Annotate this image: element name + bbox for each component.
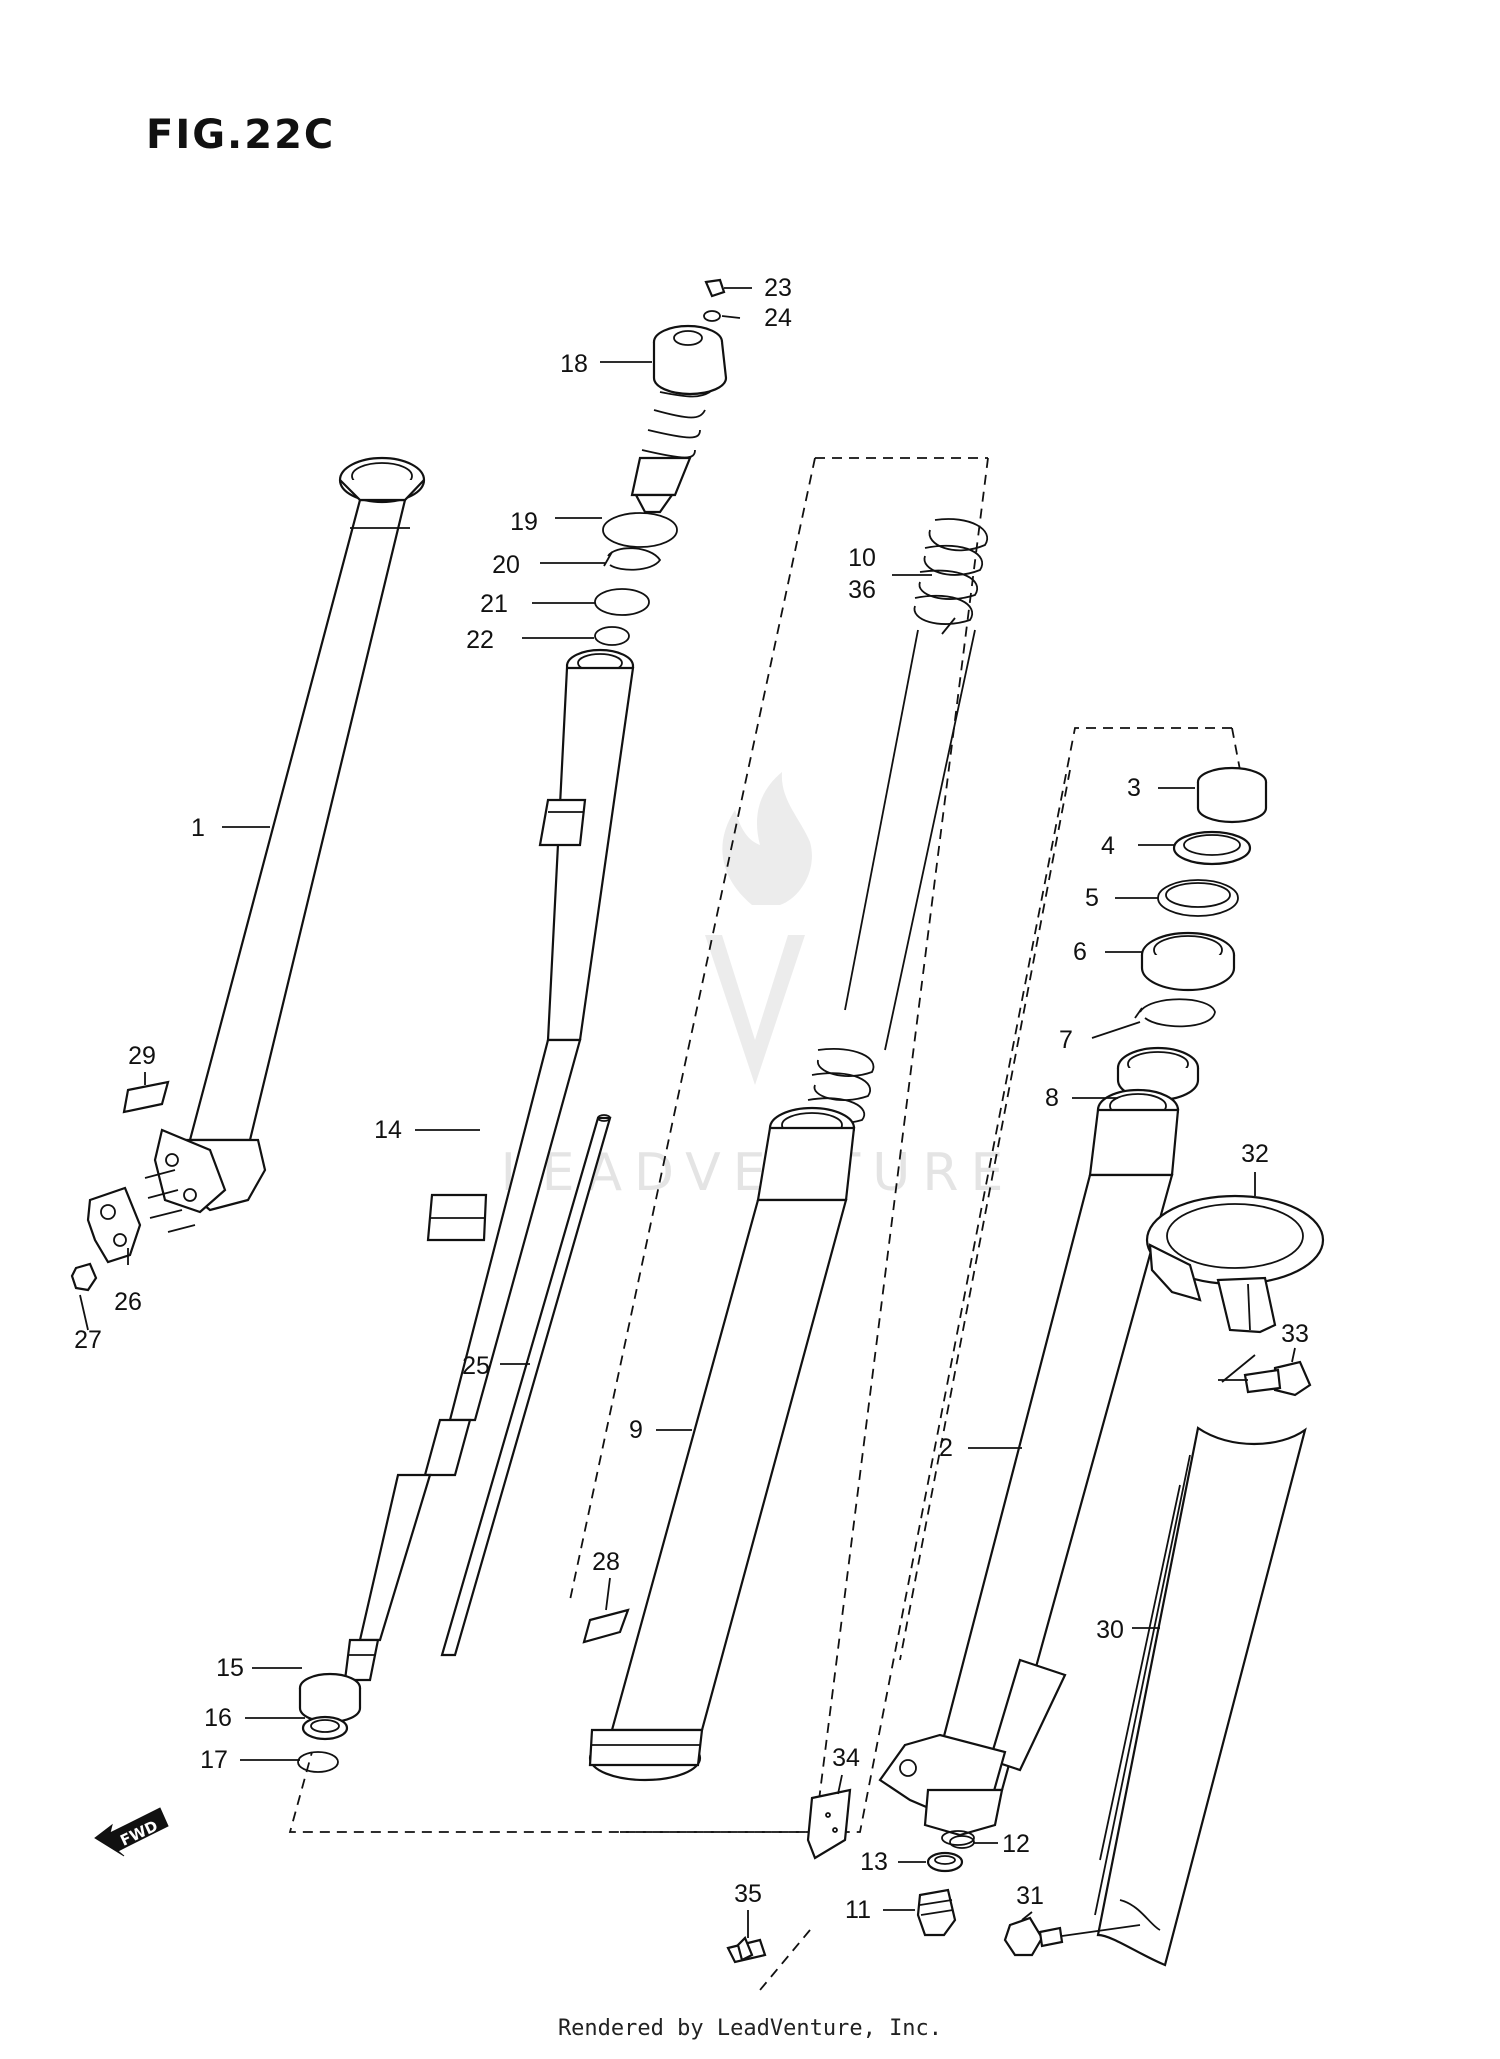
- leader-lines: [79, 287, 1296, 1938]
- part-17-ring: [297, 1751, 339, 1773]
- part-19-o-ring: [602, 512, 678, 548]
- callout-36: 36: [848, 576, 876, 604]
- callout-7: 7: [1059, 1026, 1073, 1054]
- callout-35: 35: [734, 1880, 762, 1908]
- callout-10: 10: [848, 544, 876, 572]
- callout-11: 11: [845, 1896, 871, 1924]
- callout-26: 26: [114, 1288, 142, 1316]
- callout-4: 4: [1101, 832, 1115, 860]
- part-15-bush: [298, 1672, 362, 1724]
- fwd-arrow-icon: [94, 1807, 169, 1857]
- frame-link-seal: [899, 769, 1071, 1661]
- callout-2: 2: [939, 1434, 953, 1462]
- render-credit: Rendered by LeadVenture, Inc.: [557, 2016, 943, 2041]
- part-35-bolt: [726, 1936, 767, 1964]
- part-30-fork-guard: [1094, 1426, 1307, 1967]
- callout-8: 8: [1045, 1084, 1059, 1112]
- part-5-washer: [1157, 879, 1239, 917]
- callout-6: 6: [1073, 938, 1087, 966]
- frame-link-top-right: [1231, 727, 1241, 771]
- callout-17: 17: [200, 1746, 228, 1774]
- frame-link-drain: [759, 1929, 811, 1991]
- callout-28: 28: [592, 1548, 620, 1576]
- part-18-cap-bolt: [630, 324, 728, 514]
- callout-12: 12: [1002, 1830, 1030, 1858]
- part-7-circlip: [1134, 998, 1216, 1028]
- callout-25: 25: [462, 1352, 490, 1380]
- callout-14: 14: [374, 1116, 402, 1144]
- part-31-bolt: [1003, 1916, 1141, 1957]
- callout-29: 29: [128, 1042, 156, 1070]
- part-33-bolt: [1218, 1360, 1312, 1397]
- callout-32: 32: [1241, 1140, 1269, 1168]
- callout-33: 33: [1281, 1320, 1309, 1348]
- part-1-outer-tube: [144, 456, 426, 1233]
- callout-20: 20: [492, 551, 520, 579]
- watermark-v-icon: [705, 935, 805, 1085]
- part-13-gasket: [926, 1851, 964, 1873]
- callout-19: 19: [510, 508, 538, 536]
- callout-23: 23: [764, 274, 792, 302]
- part-28-label: [582, 1608, 630, 1644]
- figure-title: FIG.22C: [146, 112, 336, 158]
- part-2-outer-tube: [878, 1088, 1180, 1846]
- callout-5: 5: [1085, 884, 1099, 912]
- callout-34: 34: [832, 1744, 860, 1772]
- fwd-direction-marker: FWD: [94, 1807, 169, 1857]
- part-16-washer: [301, 1715, 349, 1741]
- part-12-gasket: [949, 1835, 975, 1849]
- part-14-damper-cylinder: [343, 648, 635, 1682]
- part-25-rod: [440, 1114, 612, 1657]
- part-34-label: [806, 1788, 852, 1860]
- part-24-washer: [703, 310, 721, 322]
- assembly-frames: [288, 457, 1241, 1991]
- callout-22: 22: [466, 626, 494, 654]
- part-3-bush: [1196, 766, 1268, 824]
- part-6-oil-seal: [1140, 931, 1236, 992]
- callout-3: 3: [1127, 774, 1141, 802]
- part-11-damper-bolt: [916, 1888, 957, 1937]
- inner-frame-right: [620, 727, 1232, 1833]
- part-22-ring: [594, 626, 630, 646]
- part-20-stopper-ring: [603, 547, 662, 571]
- callout-15: 15: [216, 1654, 244, 1682]
- callout-31: 31: [1016, 1882, 1044, 1910]
- callout-30: 30: [1096, 1616, 1124, 1644]
- callout-1: 1: [191, 814, 205, 842]
- callout-27: 27: [74, 1326, 102, 1354]
- callout-21: 21: [480, 590, 508, 618]
- part-21-ring: [594, 588, 650, 616]
- part-29-label: [122, 1080, 170, 1114]
- callout-18: 18: [560, 350, 588, 378]
- part-23-bolt: [704, 278, 726, 298]
- part-10-36-fork-spring: [807, 518, 988, 1125]
- callout-13: 13: [860, 1848, 888, 1876]
- part-27-nut: [70, 1262, 98, 1292]
- part-26-axle-holder: [86, 1186, 142, 1264]
- frame-link-spring: [569, 457, 816, 1601]
- part-32-fork-clamp: [1145, 1194, 1325, 1334]
- callout-9: 9: [629, 1416, 643, 1444]
- watermark-flame-icon: [722, 772, 812, 905]
- callout-16: 16: [204, 1704, 232, 1732]
- part-9-inner-tube: [588, 1106, 856, 1782]
- part-4-bush: [1172, 830, 1252, 866]
- callout-24: 24: [764, 304, 792, 332]
